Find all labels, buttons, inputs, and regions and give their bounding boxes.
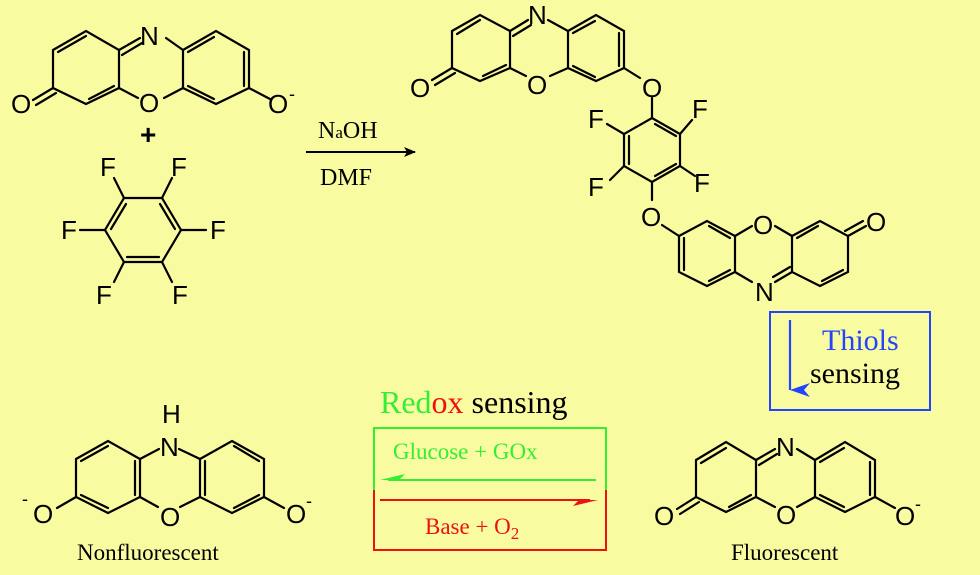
fluorine-atom: F [588,104,604,134]
charge-minus: - [289,84,295,104]
atom-o-link: O [642,73,662,103]
reagent-naoh: NaOH [318,118,378,144]
thiols-label: Thiols [822,324,899,357]
atom-n: N [755,277,774,307]
charge-minus: - [915,494,921,514]
reaction-arrow: NaOH DMF [306,118,416,191]
fluorine-atom: F [172,280,188,310]
atom-o-keto: O [654,501,674,531]
atom-o-left: O [33,499,53,529]
atom-o-keto: O [866,207,886,237]
redox-sensing-title: Redox sensing [380,384,568,420]
nonfluorescent-label: Nonfluorescent [77,540,219,565]
atom-o-link: O [641,202,661,232]
thiols-sensing-label: sensing [810,357,900,390]
glucose-gox-label: Glucose + GOx [393,439,538,464]
fluorine-atom: F [588,172,604,202]
atom-o-keto: O [11,89,31,119]
fluorine-atom: F [210,215,226,245]
solvent-dmf: DMF [320,165,372,191]
charge-minus: - [306,491,312,511]
fluorine-atom: F [692,94,708,124]
thiols-sensing-box: Thiols sensing [769,311,931,411]
hexafluorobenzene-structure: F F F F F F [61,152,226,310]
atom-o-ring: O [160,502,180,532]
fluorine-atom: F [100,152,116,182]
plus-sign: + [140,119,156,150]
fluorine-atom: F [96,280,112,310]
fluorine-atom: F [61,215,77,245]
base-o2-label: Base + O2 [425,514,519,543]
product-structure: N O O O F F F F O O N [410,0,886,307]
atom-n: N [776,432,795,462]
redox-sensing-panel: Redox sensing Glucose + GOx Base + O2 [373,384,607,551]
atom-o-minus: O [895,501,915,531]
atom-o-ring: O [139,88,159,118]
atom-o-right: O [286,499,306,529]
fluorescent-label: Fluorescent [731,540,839,565]
atom-n: N [140,21,159,51]
fluorescent-structure: N O O O - Fluorescent [654,432,921,565]
fluorine-atom: F [694,168,710,198]
atom-o-minus: O [268,89,288,119]
atom-n: N [160,432,179,462]
atom-h: H [162,399,181,429]
charge-minus: - [22,489,28,509]
atom-n: N [528,0,547,30]
resorufin-anion-structure: N O O O - [11,21,295,119]
atom-o-ring: O [527,70,547,100]
fluorine-atom: F [171,152,187,182]
nonfluorescent-structure: H N O - O O - Nonfluorescent [22,399,312,565]
atom-o-ring: O [776,500,796,530]
atom-o-ring: O [753,210,773,240]
atom-o-keto: O [410,73,430,103]
